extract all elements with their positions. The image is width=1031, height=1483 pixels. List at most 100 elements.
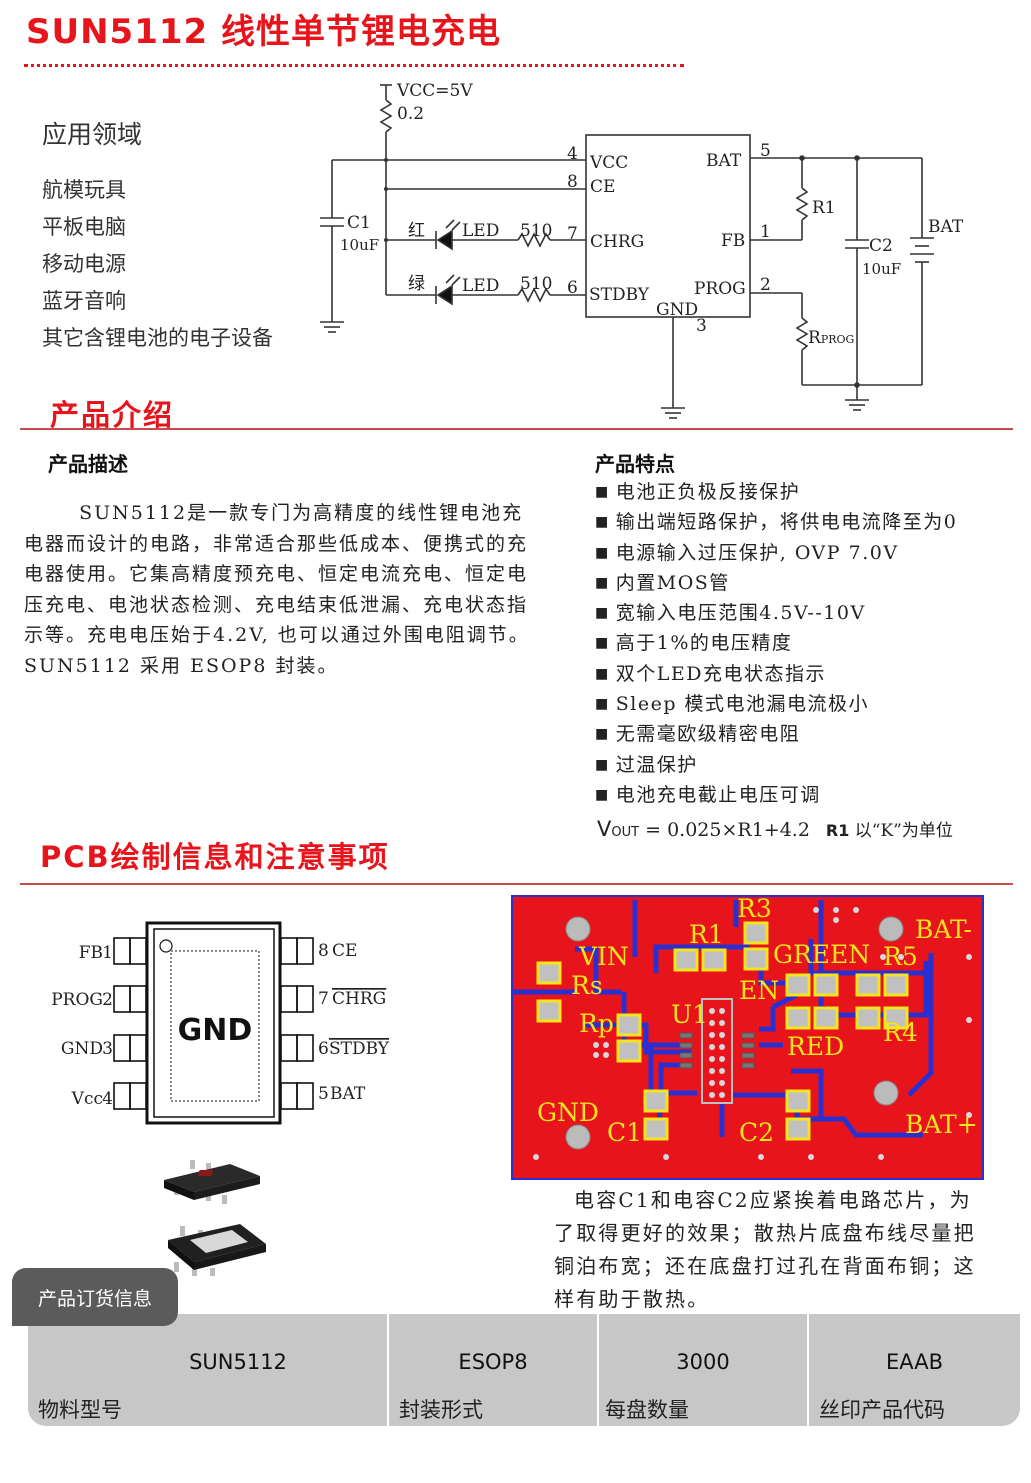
battery-label: BAT [928, 217, 964, 237]
pcb-label-vin: VIN [578, 942, 629, 971]
pin-number: 6 [318, 1039, 329, 1059]
red-led-color: 红 [408, 221, 425, 241]
list-item: 其它含锂电池的电子设备 [42, 326, 273, 350]
pin-number: 5 [760, 141, 771, 161]
intro-heading: 产品介绍 [50, 398, 175, 432]
page-title: SUN5112 线性单节锂电充电 [26, 12, 502, 52]
green-led-color: 绿 [408, 274, 425, 294]
vcc-label: VCC=5V [396, 81, 473, 101]
pcb-label-c2: C2 [739, 1118, 774, 1147]
c2-label: C2 [869, 236, 893, 256]
exposed-pad-label: GND [178, 1013, 253, 1048]
intro-divider [20, 428, 1013, 430]
red-led-label: LED [462, 221, 499, 241]
pin-number: 8 [567, 172, 578, 192]
pin-number: 8 [318, 941, 329, 961]
pin-name: CE [332, 941, 357, 961]
list-item: 宽输入电压范围4.5V--10V [595, 598, 957, 628]
pcb-layout-image: VIN Rs Rp U1 GND C1 C2 R1 R3 R4 R5 GREEN… [511, 895, 984, 1180]
title-divider [24, 64, 684, 67]
pcb-label-green: GREEN [773, 940, 870, 969]
pin-name: BAT [330, 1084, 366, 1104]
pin-name: BAT [706, 151, 742, 171]
c2-value: 10uF [862, 260, 901, 278]
product-description: SUN5112是一款专门为高精度的线性锂电池充电器而设计的电路，非常适合那些低成… [24, 502, 530, 677]
pin-name: FB [721, 231, 745, 251]
pin-name: CE [590, 177, 615, 197]
pin-number: 3 [696, 316, 707, 336]
list-item: 高于1%的电压精度 [595, 628, 957, 658]
pcb-label-red: RED [787, 1032, 844, 1061]
pin-name: STDBY [589, 285, 650, 305]
list-item: 航模玩具 [42, 178, 126, 202]
pin-name: CHRG [590, 232, 644, 252]
pin-number: 2 [102, 990, 113, 1010]
description-heading: 产品描述 [48, 452, 128, 476]
pcb-label-c1: C1 [607, 1118, 642, 1147]
pin-name: GND [656, 300, 698, 320]
list-item: 内置MOS管 [595, 568, 957, 598]
applications-heading: 应用领域 [42, 120, 143, 149]
pin-name: FB [79, 943, 103, 963]
pin-name: PROG [694, 279, 746, 299]
c1-value: 10uF [340, 236, 379, 254]
features-list: 电池正负极反接保护 输出端短路保护，将供电电流降至为0 电源输入过压保护, OV… [595, 477, 957, 810]
pin-number: 7 [318, 989, 329, 1009]
pcb-label-r5: R5 [883, 942, 918, 971]
pin-number: 3 [102, 1039, 113, 1059]
pin-name: Vcc [71, 1089, 103, 1109]
pcb-label-en: EN [739, 976, 779, 1005]
r1-label: R1 [812, 198, 836, 218]
list-item: 移动电源 [42, 252, 126, 276]
list-item: 双个LED充电状态指示 [595, 659, 957, 689]
order-info-tab: 产品订货信息 [12, 1268, 178, 1326]
c1-label: C1 [347, 213, 371, 233]
list-item: 无需毫欧级精密电阻 [595, 719, 957, 749]
list-item: 输出端短路保护，将供电电流降至为0 [595, 507, 957, 537]
list-item: 电池充电截止电压可调 [595, 780, 957, 810]
rprog-label: RPROG [808, 328, 854, 348]
red-resistor-value: 510 [520, 221, 552, 241]
rs-value: 0.2 [397, 104, 424, 124]
pin-number: 6 [567, 278, 578, 298]
pcb-label-r3: R3 [737, 895, 772, 923]
order-info-table: SUN5112 物料型号 ESOP8 封装形式 3000 每盘数量 EAAB 丝… [28, 1314, 1020, 1426]
pin-name: GND [61, 1039, 103, 1059]
order-cell-part-number: SUN5112 物料型号 [28, 1314, 389, 1426]
order-cell-package: ESOP8 封装形式 [389, 1314, 599, 1426]
list-item: 平板电脑 [42, 215, 126, 239]
pcb-label-rs: Rs [571, 971, 603, 1000]
pcb-layout-note: 电容C1和电容C2应紧挨着电路芯片，为了取得更好的效果；散热片底盘布线尽量把铜泊… [554, 1188, 976, 1311]
list-item: 电源输入过压保护, OVP 7.0V [595, 538, 957, 568]
pcb-heading: PCB绘制信息和注意事项 [40, 840, 390, 874]
pcb-divider [20, 883, 1013, 885]
application-schematic: VCC=5V 0.2 C1 10uF 红 LED 510 绿 LED 510 4… [320, 81, 964, 419]
list-item: 电池正负极反接保护 [595, 477, 957, 507]
pin-number: 4 [102, 1089, 113, 1109]
applications-list: 航模玩具 平板电脑 移动电源 蓝牙音响 其它含锂电池的电子设备 [42, 172, 273, 357]
features-heading: 产品特点 [595, 452, 675, 476]
pcb-label-r4: R4 [883, 1018, 918, 1047]
pcb-label-rp: Rp [579, 1009, 614, 1038]
pin-name: PROG [51, 990, 103, 1010]
pin-number: 7 [567, 224, 578, 244]
pin-number: 2 [760, 275, 771, 295]
pcb-label-u1: U1 [671, 1000, 708, 1029]
pin-name: STDBY [329, 1039, 390, 1059]
list-item: 过温保护 [595, 750, 957, 780]
chip-package-photo [164, 1160, 266, 1276]
pcb-label-r1: R1 [689, 920, 724, 949]
list-item: Sleep 模式电池漏电流极小 [595, 689, 957, 719]
pin-number: 4 [567, 144, 578, 164]
pin-number: 1 [102, 943, 113, 963]
green-resistor-value: 510 [520, 274, 552, 294]
green-led-label: LED [462, 276, 499, 296]
pcb-label-bat-minus: BAT- [915, 915, 972, 944]
pin-name: CHRG [332, 989, 386, 1009]
package-pinout-diagram: GND FB 1 PROG 2 GND 3 Vcc 4 8 CE 7 CHRG … [51, 921, 390, 1125]
pin-number: 5 [318, 1084, 329, 1104]
order-cell-marking-code: EAAB 丝印产品代码 [819, 1350, 945, 1422]
order-cell-reel-quantity: 3000 每盘数量 [599, 1314, 809, 1426]
pcb-label-gnd: GND [537, 1098, 599, 1127]
